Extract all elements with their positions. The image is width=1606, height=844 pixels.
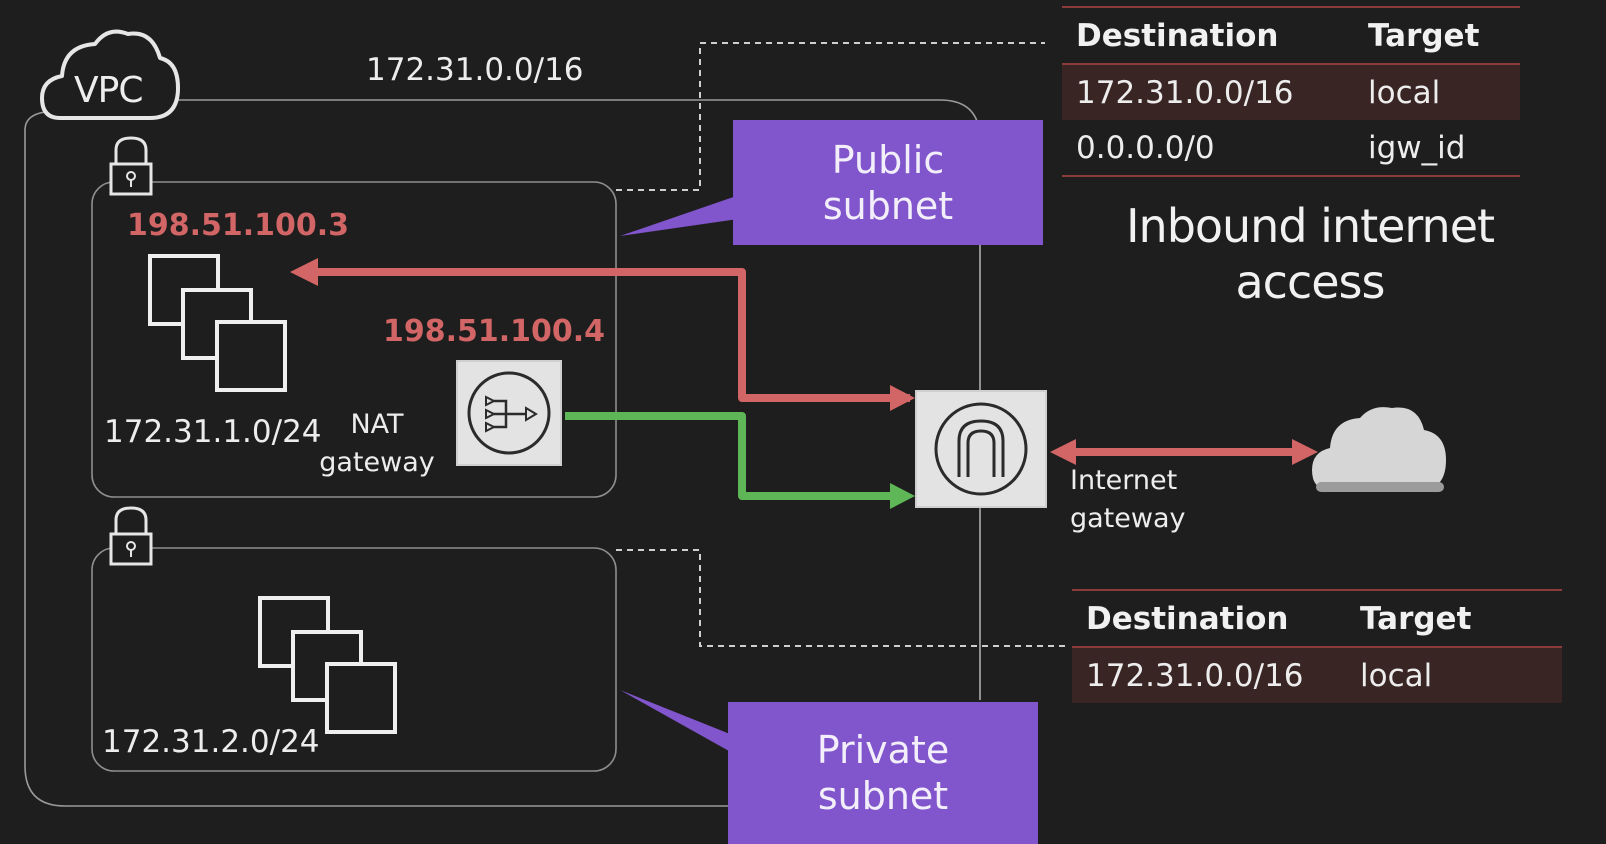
inbound-arrowhead-left: [290, 258, 318, 286]
vpc-cloud-icon: [40, 29, 180, 120]
table-rule: [1062, 175, 1520, 177]
public-route-table: Destination Target 172.31.0.0/16 local 0…: [1062, 6, 1520, 177]
private-subnet-callout-text: Private subnet: [816, 728, 950, 818]
internet-cloud-icon: [1312, 407, 1446, 492]
table-rule: [1072, 646, 1562, 648]
nat-arrow-path: [565, 412, 895, 500]
table-rule: [1062, 6, 1520, 8]
public-callout-pointer: [620, 193, 745, 236]
cell-destination: 172.31.0.0/16: [1086, 657, 1304, 694]
table-row: 172.31.0.0/16 local: [1072, 648, 1562, 703]
header-target: Target: [1368, 17, 1480, 54]
public-instances-icon: [148, 254, 287, 392]
header-target: Target: [1360, 600, 1472, 637]
header-destination: Destination: [1076, 17, 1279, 54]
cell-destination: 0.0.0.0/0: [1076, 129, 1215, 166]
inbound-heading: Inbound internet access: [1125, 199, 1495, 309]
table-rule: [1062, 63, 1520, 65]
private-subnet-cidr: 172.31.2.0/24: [102, 724, 320, 760]
table-rule: [1072, 589, 1562, 591]
public-subnet-callout: Public subnet: [733, 120, 1043, 245]
nat-gateway-label: NAT gateway: [319, 409, 435, 478]
internet-arrowhead-left: [1050, 439, 1076, 465]
nat-arrowhead: [890, 483, 915, 509]
public-subnet-lock-icon: [109, 136, 153, 196]
private-subnet-box: [91, 547, 617, 772]
private-callout-pointer: [620, 690, 745, 760]
private-subnet-lock-icon: [109, 506, 153, 566]
table-header-row: Destination Target: [1062, 8, 1520, 63]
private-route-table: Destination Target 172.31.0.0/16 local: [1072, 589, 1562, 703]
cell-target: local: [1360, 657, 1433, 694]
instances-public-ip: 198.51.100.3: [127, 208, 350, 243]
cell-destination: 172.31.0.0/16: [1076, 74, 1294, 111]
public-rt-dashed-link: [616, 42, 1045, 191]
cell-target: local: [1368, 74, 1441, 111]
public-subnet-callout-text: Public subnet: [822, 137, 954, 228]
nat-public-ip: 198.51.100.4: [383, 314, 606, 349]
internet-arrowhead-right: [1292, 439, 1318, 465]
table-row: 0.0.0.0/0 igw_id: [1062, 120, 1520, 175]
nat-gateway-icon: [467, 371, 551, 455]
table-header-row: Destination Target: [1072, 591, 1562, 646]
private-instances-icon: [258, 596, 397, 734]
public-subnet-cidr: 172.31.1.0/24: [104, 414, 322, 450]
private-subnet-callout: Private subnet: [728, 702, 1038, 844]
nat-gateway-node: [456, 360, 562, 466]
header-destination: Destination: [1086, 600, 1289, 637]
public-subnet-box: [91, 181, 617, 498]
inbound-arrow-path: [298, 268, 910, 402]
cell-target: igw_id: [1368, 129, 1466, 166]
private-rt-dashed-link: [616, 549, 1068, 647]
internet-gateway-node: [915, 390, 1047, 508]
vpc-label: VPC: [74, 70, 143, 111]
vpc-cidr: 172.31.0.0/16: [366, 52, 584, 88]
table-row: 172.31.0.0/16 local: [1062, 65, 1520, 120]
internet-gateway-icon: [934, 402, 1028, 496]
internet-gateway-label: Internet gateway: [1070, 465, 1186, 534]
inbound-arrowhead-right: [890, 385, 915, 411]
